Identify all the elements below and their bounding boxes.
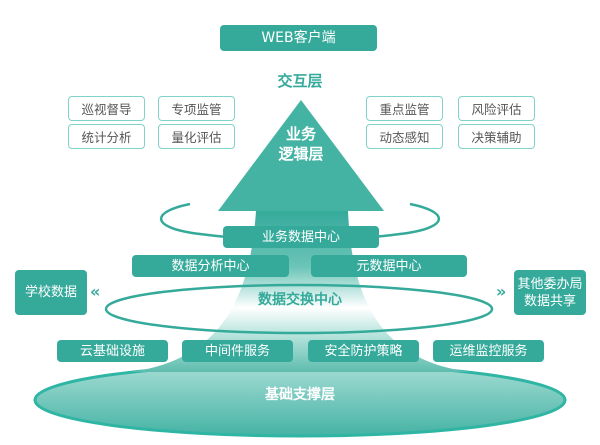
other-agency-share-box[interactable]: 其他委办局 数据共享	[514, 270, 586, 315]
business-item[interactable]: 动态感知	[366, 124, 443, 149]
web-client-box[interactable]: WEB客户端	[220, 25, 377, 51]
business-item[interactable]: 巡视督导	[68, 96, 145, 121]
school-data-box[interactable]: 学校数据	[15, 270, 87, 315]
chevron-right-icon: »	[496, 282, 507, 301]
data-exchange-title: 数据交换中心	[258, 292, 342, 308]
infra-item[interactable]: 安全防护策略	[308, 340, 419, 362]
data-analysis-center[interactable]: 数据分析中心	[132, 255, 289, 277]
business-item[interactable]: 专项监管	[158, 96, 235, 121]
business-title-line2: 逻辑层	[278, 145, 324, 163]
business-item[interactable]: 量化评估	[158, 124, 235, 149]
infra-item[interactable]: 运维监控服务	[433, 340, 544, 362]
business-title-line1: 业务	[285, 125, 317, 143]
arrow-head	[218, 100, 384, 211]
infra-item[interactable]: 云基础设施	[57, 340, 168, 362]
business-item[interactable]: 风险评估	[458, 96, 535, 121]
infra-item[interactable]: 中间件服务	[182, 340, 293, 362]
chevron-left-icon: «	[90, 282, 101, 301]
metadata-center[interactable]: 元数据中心	[311, 255, 467, 277]
business-item[interactable]: 决策辅助	[458, 124, 535, 149]
business-item[interactable]: 重点监管	[366, 96, 443, 121]
interaction-layer-title: 交互层	[277, 72, 323, 90]
business-data-center[interactable]: 业务数据中心	[223, 226, 379, 248]
data-exchange-ring	[104, 283, 494, 335]
business-layer-title: 业务 逻辑层	[278, 124, 323, 164]
share-line2: 数据共享	[523, 293, 576, 309]
infra-layer-title: 基础支撑层	[265, 387, 335, 403]
share-line1: 其他委办局	[517, 276, 583, 292]
business-item[interactable]: 统计分析	[68, 124, 145, 149]
